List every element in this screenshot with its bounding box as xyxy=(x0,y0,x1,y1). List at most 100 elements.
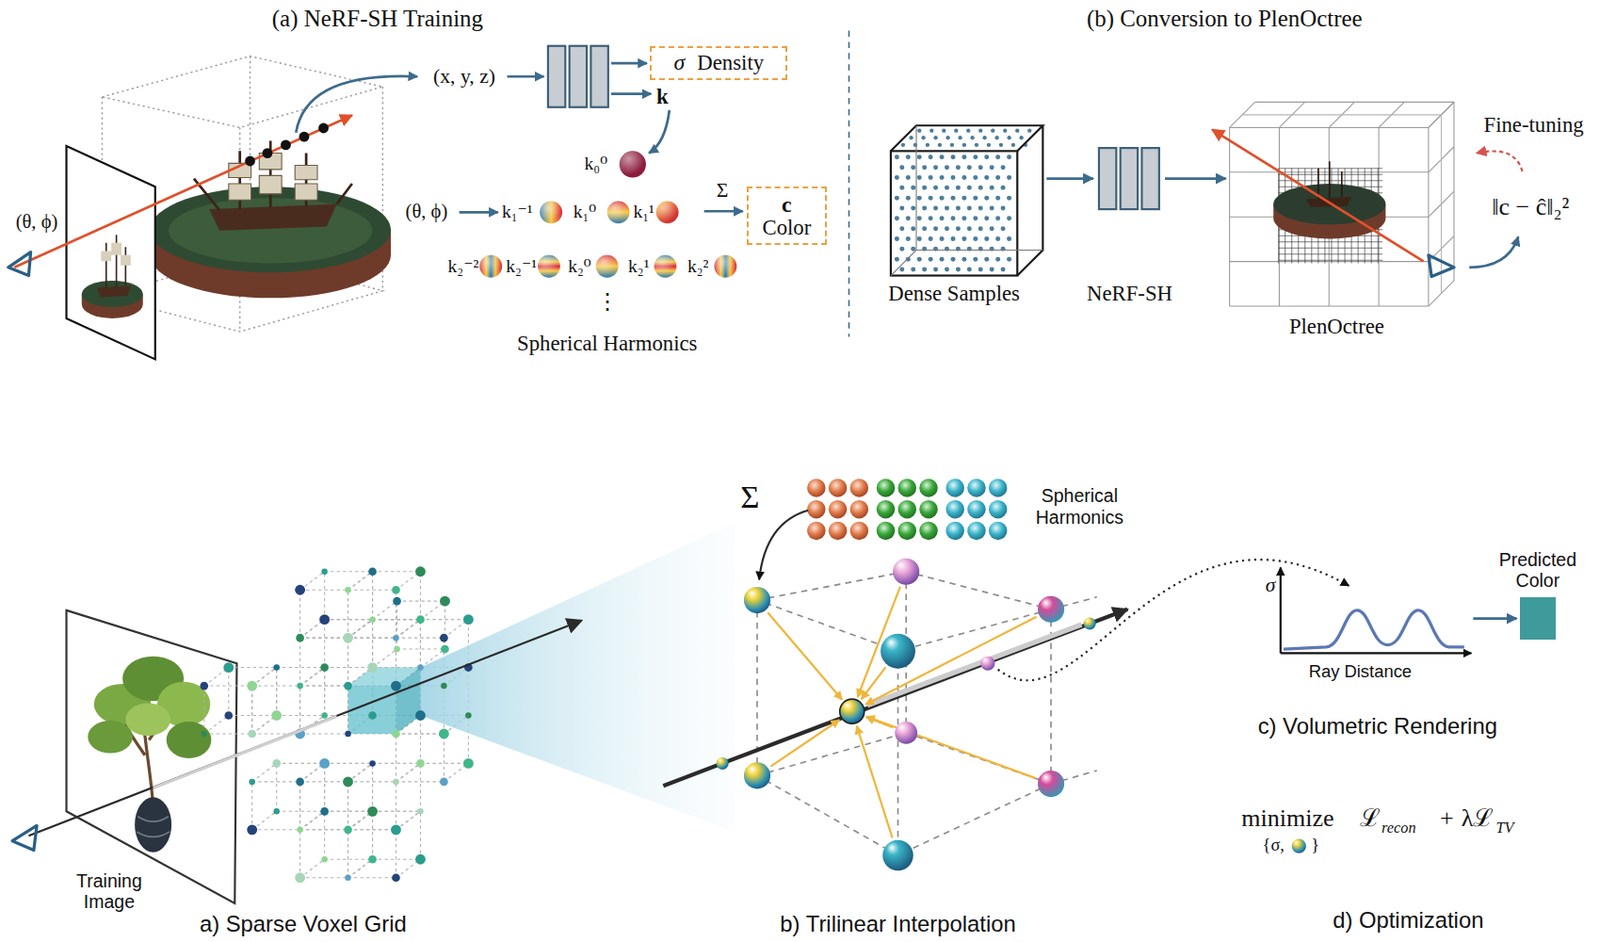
camera xyxy=(1428,255,1455,277)
illustration-part xyxy=(280,140,291,151)
sample-dot xyxy=(978,246,984,252)
sample-dot xyxy=(1027,129,1032,133)
sample-dot xyxy=(939,236,945,242)
voxel-coefficient xyxy=(294,584,306,596)
sample-dot xyxy=(1006,135,1011,140)
grid-line xyxy=(300,876,349,878)
sample-dot xyxy=(928,215,934,221)
grid-line xyxy=(395,733,397,782)
camera-ray xyxy=(662,609,1128,786)
training-image xyxy=(66,610,238,904)
voxel-coefficient xyxy=(391,872,401,882)
ray-samples xyxy=(244,123,329,167)
mlp-block xyxy=(548,46,609,108)
label: k xyxy=(656,84,669,110)
illustration-part xyxy=(81,280,144,308)
voxel-coefficient xyxy=(319,614,330,625)
illustration-part xyxy=(1141,147,1159,210)
voxel-coefficient xyxy=(295,633,305,643)
grid-line xyxy=(323,667,325,716)
grid-line xyxy=(1440,114,1442,294)
voxel-coefficient xyxy=(415,565,426,577)
sample-dot xyxy=(905,195,911,201)
grid-line xyxy=(300,685,349,687)
sample-dot xyxy=(1006,215,1012,221)
voxel-coefficient xyxy=(439,633,449,643)
grid-line xyxy=(348,828,397,830)
interp-arrow xyxy=(856,726,893,839)
voxel-coefficient xyxy=(367,662,378,673)
illustration-part xyxy=(656,200,679,224)
voxel-coefficient xyxy=(344,586,352,594)
sample-dot xyxy=(917,257,922,262)
voxel-coefficient xyxy=(392,597,402,606)
sample-dot xyxy=(989,226,995,231)
label: k₂⁻¹ xyxy=(505,256,537,277)
label: minimize xyxy=(1241,804,1334,833)
sample-dot xyxy=(894,257,900,262)
sample-dot xyxy=(928,236,934,242)
grid-line xyxy=(299,781,301,830)
sample-dot xyxy=(905,175,911,180)
sample-dot xyxy=(961,175,967,180)
label: Σ xyxy=(740,478,760,517)
grid-line xyxy=(372,600,398,620)
voxel-coefficient xyxy=(343,681,353,691)
sample-dot xyxy=(910,246,916,252)
sample-dot xyxy=(989,206,995,211)
cell-edge xyxy=(897,650,900,856)
voxel-coefficient xyxy=(246,680,258,692)
octree-grid xyxy=(1229,101,1455,307)
label: k₂⁰ xyxy=(567,256,591,277)
node-text: Predicted Color xyxy=(1486,548,1589,591)
sh-basis xyxy=(807,521,826,541)
voxel-coefficient xyxy=(343,824,353,834)
voxel-coefficient xyxy=(295,777,305,787)
grid-line xyxy=(1229,305,1429,307)
density-plot: σRay Distance xyxy=(1280,571,1470,654)
sample-dot xyxy=(921,185,927,191)
voxel-coefficient xyxy=(465,711,472,719)
grid-line xyxy=(251,685,253,734)
sample-dot xyxy=(967,206,972,211)
camera xyxy=(8,252,32,276)
grid-line xyxy=(371,762,373,811)
grid-line xyxy=(348,828,397,830)
sample-cube: Dense Samples xyxy=(890,125,1043,275)
sample-dot xyxy=(937,143,942,147)
illustration-part xyxy=(228,153,318,201)
grid-line xyxy=(300,828,349,830)
grid-line xyxy=(324,570,373,572)
sample-dot xyxy=(967,226,972,231)
sample-dot xyxy=(961,257,967,262)
label: Spherical Harmonics xyxy=(1018,484,1141,528)
image-plane xyxy=(66,145,156,359)
camera-ray xyxy=(28,620,582,837)
grid-line xyxy=(252,685,301,687)
illustration-part xyxy=(607,200,631,224)
grid-line xyxy=(1255,101,1455,103)
grid-line xyxy=(395,732,444,734)
ray-segment xyxy=(867,624,1083,706)
grid-line xyxy=(299,685,301,734)
voxel-coefficient xyxy=(296,826,304,834)
grid-line xyxy=(443,733,445,782)
sample-dot xyxy=(905,154,911,160)
sample-dot xyxy=(995,236,1001,242)
illustration-part xyxy=(168,197,373,263)
grid-line xyxy=(371,810,373,859)
node-text: Ray Distance xyxy=(1309,661,1412,681)
node-text: σ xyxy=(674,50,686,75)
grid-line xyxy=(371,619,373,668)
voxel-coefficient xyxy=(223,662,234,673)
sample-dot xyxy=(939,154,945,160)
label: a) Sparse Voxel Grid xyxy=(199,910,407,937)
sample-dot xyxy=(967,164,972,170)
illustration-part xyxy=(87,720,133,754)
node-text: NeRF-SH xyxy=(1086,281,1173,307)
voxel-coefficient xyxy=(390,824,402,835)
grid-line xyxy=(348,858,373,878)
label: recon xyxy=(1381,818,1416,837)
sample-dot xyxy=(921,246,927,252)
grid-line xyxy=(371,619,373,668)
